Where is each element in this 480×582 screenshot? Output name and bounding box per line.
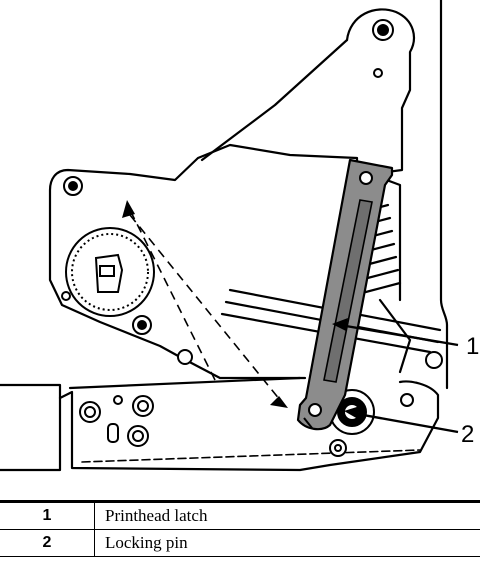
- legend-number: 2: [0, 530, 95, 557]
- callout-legend-table: 1 Printhead latch 2 Locking pin: [0, 500, 480, 557]
- printhead-latch-lever: [298, 160, 392, 429]
- callout-number-1: 1: [466, 333, 479, 360]
- spindle-knob: [66, 228, 154, 316]
- printer-frame-edge: [441, 0, 447, 388]
- legend-number: 1: [0, 502, 95, 530]
- legend-row: 2 Locking pin: [0, 530, 480, 557]
- screw-small-top: [374, 69, 382, 77]
- legend-description: Printhead latch: [95, 502, 480, 530]
- printhead-latch-illustration: 1 2: [0, 0, 480, 475]
- legend-description: Locking pin: [95, 530, 480, 557]
- callout-number-2: 2: [461, 421, 474, 448]
- legend-row: 1 Printhead latch: [0, 502, 480, 530]
- callout-leader-1: [340, 325, 458, 345]
